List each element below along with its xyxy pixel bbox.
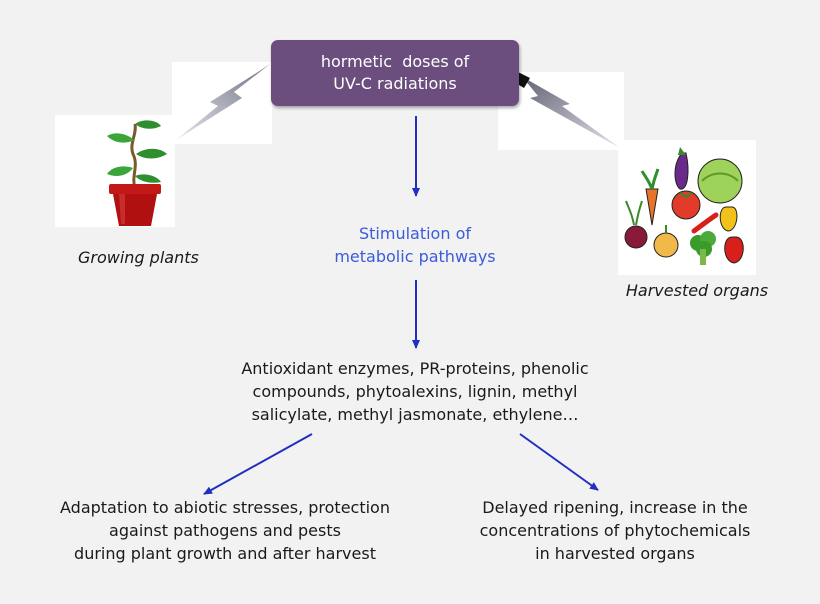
stimulation-text: Stimulation of metabolic pathways: [300, 222, 530, 268]
uv-box-line-2: UV-C radiations: [333, 74, 457, 93]
right-outcome-text: Delayed ripening, increase in the concen…: [455, 496, 775, 565]
arrow-compounds-to-left: [203, 433, 313, 495]
uv-box-line-1: hormetic doses of: [320, 52, 470, 71]
left-outcome-line-3: during plant growth and after harvest: [74, 544, 376, 563]
uv-c-dose-box: hormetic doses of UV-C radiations: [271, 40, 519, 106]
left-outcome-line-2: against pathogens and pests: [109, 521, 341, 540]
lightning-bolt-icon: [176, 64, 270, 140]
left-outcome-line-1: Adaptation to abiotic stresses, protecti…: [60, 498, 390, 517]
potted-plant-icon: [107, 120, 167, 226]
compounds-line-1: Antioxidant enzymes, PR-proteins, phenol…: [241, 359, 589, 378]
harvested-organs-label: Harvested organs: [625, 281, 769, 300]
right-outcome-line-3: in harvested organs: [535, 544, 695, 563]
right-outcome-line-2: concentrations of phytochemicals: [479, 521, 751, 540]
compounds-text: Antioxidant enzymes, PR-proteins, phenol…: [205, 357, 625, 426]
right-outcome-line-1: Delayed ripening, increase in the: [482, 498, 748, 517]
compounds-line-2: compounds, phytoalexins, lignin, methyl: [252, 382, 578, 401]
vegetables-icon: [624, 147, 744, 265]
left-outcome-text: Adaptation to abiotic stresses, protecti…: [40, 496, 410, 565]
stimulation-line-1: Stimulation of: [358, 224, 471, 243]
stimulation-line-2: metabolic pathways: [334, 247, 496, 266]
compounds-line-3: salicylate, methyl jasmonate, ethylene…: [251, 405, 579, 424]
arrow-compounds-to-right: [519, 433, 599, 491]
growing-plants-label: Growing plants: [78, 248, 199, 267]
